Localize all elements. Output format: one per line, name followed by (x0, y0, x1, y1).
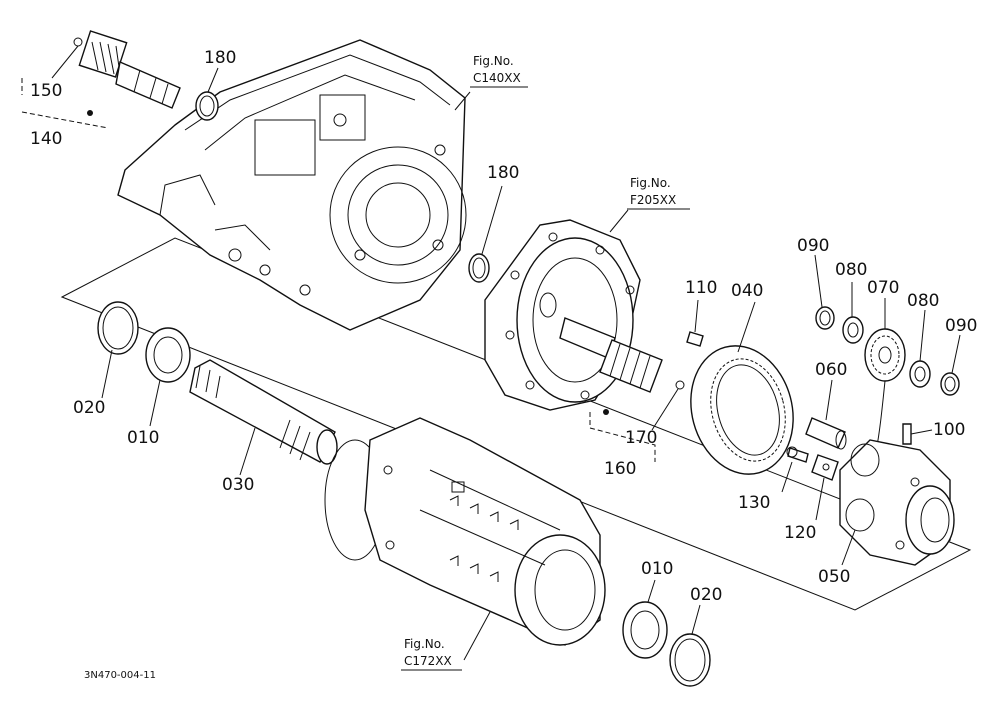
leader-lines (51, 45, 961, 661)
label-010-left: 010 (127, 428, 159, 448)
label-180-upper: 180 (204, 48, 236, 68)
bearing-010-right (622, 601, 668, 659)
axle-030 (189, 359, 338, 465)
washer-090-left (815, 306, 835, 330)
lock-plate-120 (811, 454, 839, 481)
label-120: 120 (784, 523, 816, 543)
assembly-frame (60, 237, 972, 611)
label-140: 140 (30, 129, 62, 149)
fig-ref-f205: Fig.No. F205XX (627, 176, 690, 210)
pin-100 (902, 423, 912, 445)
bearing-080-right (909, 360, 931, 388)
svg-text:Fig.No.: Fig.No. (404, 637, 445, 651)
bracket-140 (21, 78, 109, 129)
label-080-left: 080 (835, 260, 867, 280)
fig-ref-c140: Fig.No. C140XX (470, 54, 528, 88)
label-160: 160 (604, 459, 636, 479)
svg-text:C140XX: C140XX (473, 71, 521, 85)
label-090-right: 090 (945, 316, 977, 336)
label-150: 150 (30, 81, 62, 101)
carrier-housing (484, 219, 641, 411)
snap-ring-020-right (669, 633, 711, 687)
shaft-060 (805, 417, 847, 450)
label-170: 170 (625, 428, 657, 448)
washer-090-right (940, 372, 960, 396)
label-100: 100 (933, 420, 965, 440)
bearing-010-left (145, 327, 191, 383)
label-110: 110 (685, 278, 717, 298)
label-010-right: 010 (641, 559, 673, 579)
label-040: 040 (731, 281, 763, 301)
axle-housing (324, 417, 606, 646)
pin-110 (686, 331, 704, 347)
bracket-160 (589, 412, 656, 462)
shaft-160 (559, 317, 685, 415)
bolt-130 (786, 446, 809, 463)
svg-text:Fig.No.: Fig.No. (630, 176, 671, 190)
shaft-140 (73, 30, 181, 116)
label-180-right: 180 (487, 163, 519, 183)
svg-text:F205XX: F205XX (630, 193, 676, 207)
label-020-left: 020 (73, 398, 105, 418)
bearing-080-left (842, 316, 864, 344)
snap-ring-180-right (468, 253, 490, 283)
svg-text:Fig.No.: Fig.No. (473, 54, 514, 68)
hub-050 (839, 439, 955, 566)
label-050: 050 (818, 567, 850, 587)
label-020-right: 020 (690, 585, 722, 605)
fig-ref-c172: Fig.No. C172XX (401, 637, 462, 671)
label-080-right: 080 (907, 291, 939, 311)
label-030: 030 (222, 475, 254, 495)
gear-070 (864, 328, 906, 382)
label-060: 060 (815, 360, 847, 380)
drawing-code: 3N470-004-11 (84, 670, 156, 681)
label-130: 130 (738, 493, 770, 513)
snap-ring-180-upper (195, 91, 219, 121)
ring-gear-040 (690, 345, 794, 475)
label-070: 070 (867, 278, 899, 298)
svg-text:C172XX: C172XX (404, 654, 452, 668)
snap-ring-020-left (97, 301, 139, 355)
label-090-left: 090 (797, 236, 829, 256)
